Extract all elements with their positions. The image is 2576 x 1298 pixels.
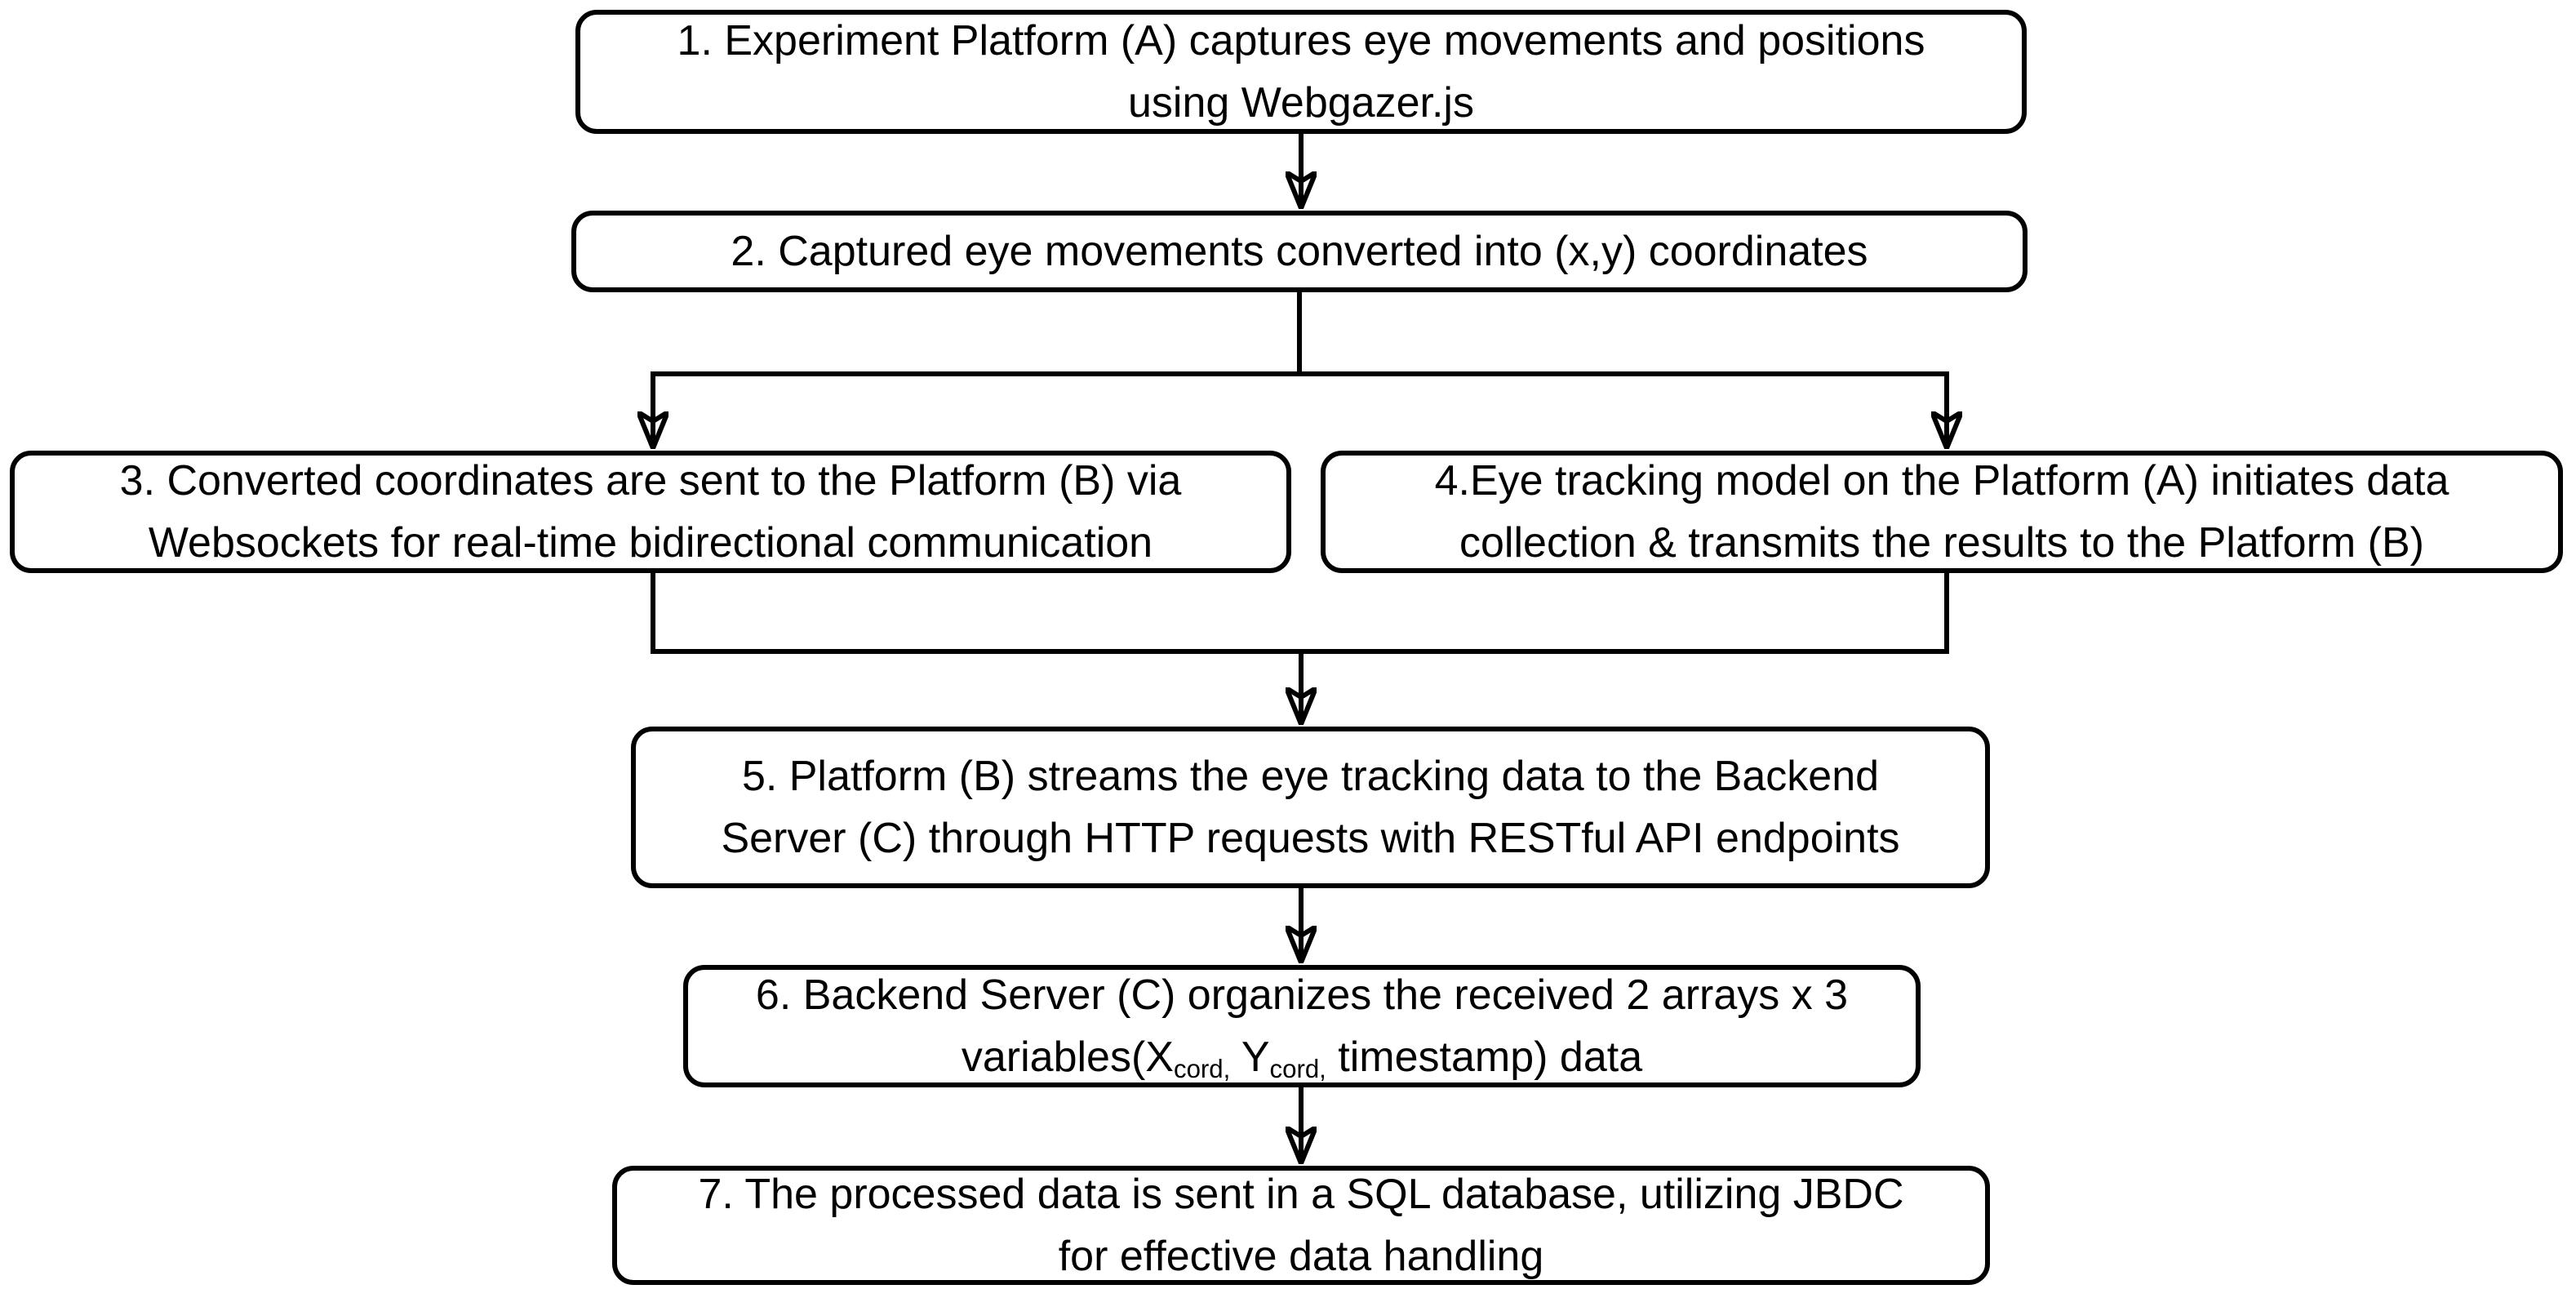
edge-3-5 — [651, 573, 1301, 654]
node-1-line-2: using Webgazer.js — [1128, 79, 1474, 127]
node-6-subscript-xcord: cord, — [1173, 1054, 1231, 1083]
flowchart-node-3: 3. Converted coordinates are sent to the… — [10, 451, 1291, 573]
node-4-line-2: collection & transmits the results to th… — [1459, 519, 2424, 567]
node-3-line-1: 3. Converted coordinates are sent to the… — [119, 457, 1182, 505]
node-4-line-1: 4.Eye tracking model on the Platform (A)… — [1434, 457, 2449, 505]
node-6-line-2-suffix: timestamp) data — [1326, 1034, 1643, 1081]
node-3-line-2: Websockets for real-time bidirectional c… — [148, 519, 1153, 567]
node-5-line-2: Server (C) through HTTP requests with RE… — [721, 815, 1900, 862]
node-6-line-1: 6. Backend Server (C) organizes the rece… — [755, 971, 1849, 1019]
flowchart-node-5: 5. Platform (B) streams the eye tracking… — [631, 727, 1990, 888]
edge-2-3 — [653, 292, 1302, 447]
flowchart-node-4: 4.Eye tracking model on the Platform (A)… — [1321, 451, 2563, 573]
flowchart-node-1: 1. Experiment Platform (A) captures eye … — [575, 10, 2027, 134]
node-7-line-1: 7. The processed data is sent in a SQL d… — [698, 1171, 1904, 1218]
node-6-line-2-prefix: variables(X — [961, 1034, 1174, 1081]
flowchart-node-6: 6. Backend Server (C) organizes the rece… — [683, 965, 1921, 1087]
node-6-subscript-ycord: cord, — [1269, 1054, 1326, 1083]
edge-4-5 — [1301, 573, 1949, 654]
edge-2-4 — [1297, 292, 1947, 447]
node-7-line-2: for effective data handling — [1058, 1233, 1544, 1280]
flowchart-node-7: 7. The processed data is sent in a SQL d… — [612, 1166, 1990, 1285]
node-1-line-1: 1. Experiment Platform (A) captures eye … — [677, 17, 1925, 64]
node-2-line-1: 2. Captured eye movements converted into… — [731, 228, 1868, 275]
flowchart-node-2: 2. Captured eye movements converted into… — [571, 211, 2027, 292]
node-6-line-2: variables(Xcord, Ycord, timestamp) data — [962, 1026, 1642, 1088]
node-6-line-2-mid: Y — [1230, 1034, 1270, 1081]
node-5-line-1: 5. Platform (B) streams the eye tracking… — [741, 753, 1880, 800]
